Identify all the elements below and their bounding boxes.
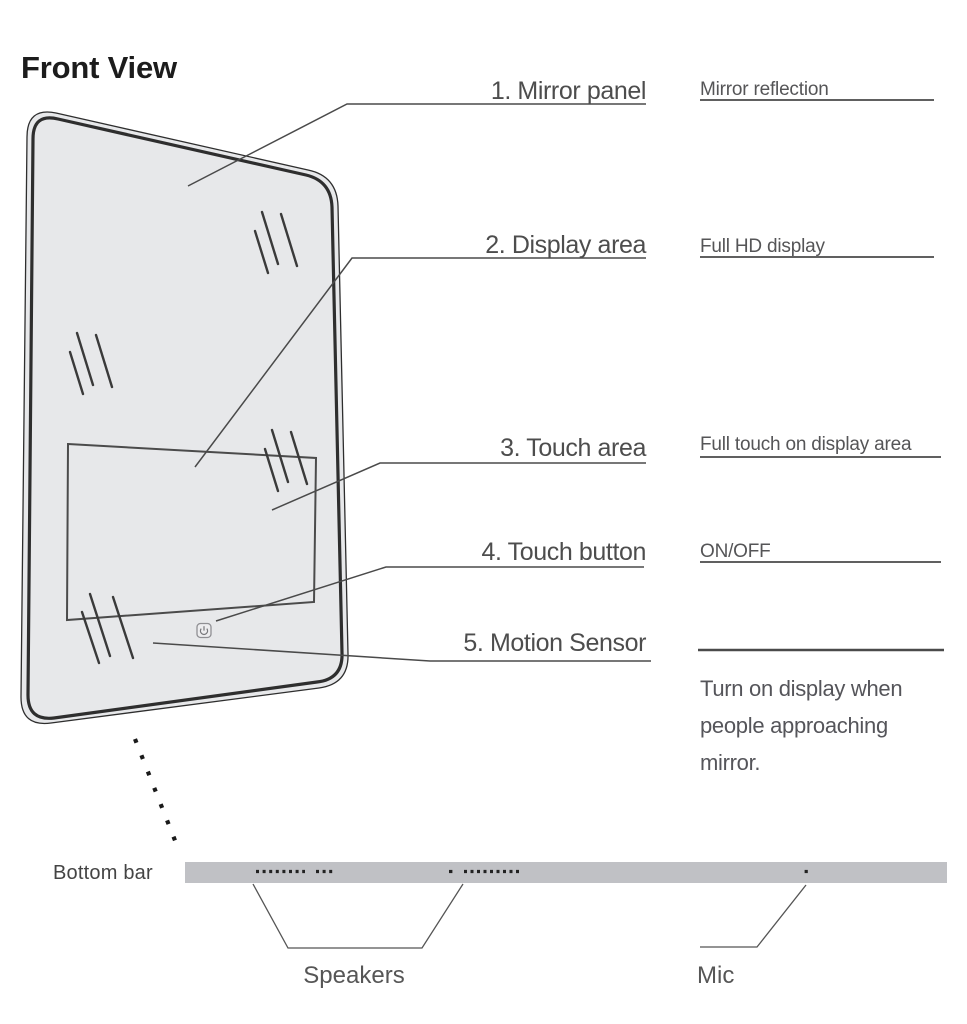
leader-line-display-area bbox=[194, 257, 646, 468]
callout-value-display-area: Full HD display bbox=[700, 236, 825, 257]
dotted-connector bbox=[133, 738, 178, 844]
callout-value-touch-area: Full touch on display area bbox=[700, 434, 912, 455]
callout-value-mirror-panel: Mirror reflection bbox=[700, 79, 829, 100]
leader-line-mirror-panel bbox=[187, 103, 646, 187]
reflection-glint-icon-display bbox=[263, 428, 309, 493]
mic-label: Mic bbox=[697, 962, 735, 989]
callout-label-mirror-panel: 1. Mirror panel bbox=[490, 77, 647, 105]
display-area-rect bbox=[65, 442, 318, 622]
reflection-glint-icon-bottom bbox=[80, 592, 135, 665]
leader-line-motion-sensor bbox=[152, 642, 651, 662]
mic-bracket bbox=[700, 884, 807, 948]
callout-label-motion-sensor: 5. Motion Sensor bbox=[463, 629, 646, 657]
page-title: Front View bbox=[21, 50, 177, 85]
callout-value-touch-button: ON/OFF bbox=[700, 541, 771, 562]
reflection-glint-icon-top bbox=[253, 210, 299, 275]
speakers-bracket bbox=[252, 883, 464, 949]
bottom-bar-label: Bottom bar bbox=[53, 862, 153, 884]
callout-label-touch-button: 4. Touch button bbox=[481, 538, 646, 566]
callout-label-display-area: 2. Display area bbox=[485, 231, 646, 259]
speakers-label: Speakers bbox=[303, 962, 405, 989]
leader-line-touch-button bbox=[215, 566, 644, 622]
reflection-glint-icon-left bbox=[68, 331, 114, 396]
touch-button-icon bbox=[196, 622, 212, 639]
bottom-bar bbox=[185, 862, 947, 883]
mirror-panel-shape bbox=[20, 111, 349, 725]
leader-line-touch-area bbox=[271, 462, 646, 511]
motion-sensor-note: Turn on display when people approaching … bbox=[700, 676, 903, 775]
callout-label-touch-area: 3. Touch area bbox=[500, 434, 646, 462]
